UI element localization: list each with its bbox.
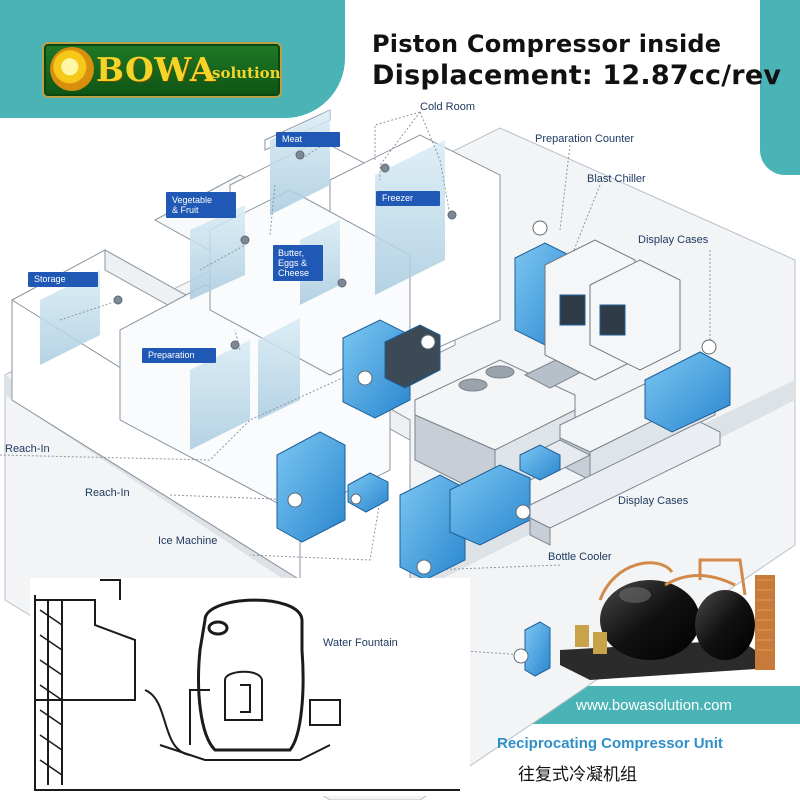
product-name-english: Reciprocating Compressor Unit: [497, 735, 723, 752]
tag-preparation: Preparation: [142, 348, 216, 363]
label-display-cases-bottom: Display Cases: [618, 495, 689, 507]
tag-vegetable-fruit-line1: Vegetable: [172, 195, 213, 205]
tag-vegetable-fruit: Vegetable & Fruit: [166, 192, 236, 218]
teal-right-strip: [760, 0, 800, 175]
callout-dots: [113, 150, 717, 664]
label-water-fountain: Water Fountain: [323, 637, 398, 649]
brand-suffix: solution: [212, 64, 281, 82]
tag-butter-line2: Eggs &: [278, 258, 308, 268]
product-name-chinese: 往复式冷凝机组: [518, 765, 637, 785]
headline-line-1: Piston Compressor inside: [372, 30, 722, 58]
headline-line-2: Displacement: 12.87cc/rev: [372, 60, 782, 91]
refrigeration-equipment: [276, 239, 731, 677]
tag-butter-eggs-cheese: Butter, Eggs & Cheese: [273, 245, 323, 281]
tag-butter-line3: Cheese: [278, 268, 310, 278]
label-cold-room: Cold Room: [420, 101, 476, 113]
tag-storage: Storage: [28, 272, 98, 287]
tag-butter-line1: Butter,: [278, 248, 305, 258]
condensing-unit-photo: [560, 558, 775, 680]
tag-vegetable-fruit-line2: & Fruit: [172, 205, 199, 215]
compressor-schematic: [30, 578, 470, 796]
tag-freezer: Freezer: [376, 191, 440, 206]
label-preparation-counter: Preparation Counter: [535, 133, 635, 145]
display-case-line: [529, 421, 721, 546]
website-url: www.bowasolution.com: [576, 697, 732, 714]
label-ice-machine: Ice Machine: [158, 535, 218, 547]
label-bottle-cooler: Bottle Cooler: [548, 551, 612, 563]
brand-name: BOWA: [96, 50, 216, 89]
tag-meat: Meat: [276, 132, 340, 147]
label-blast-chiller: Blast Chiller: [587, 173, 646, 185]
label-reach-in-1: Reach-In: [5, 443, 50, 455]
sun-emblem-icon: [50, 47, 94, 91]
brand-logo: BOWA solution: [42, 42, 282, 98]
label-display-cases-top: Display Cases: [638, 234, 709, 246]
label-reach-in-2: Reach-In: [85, 487, 130, 499]
